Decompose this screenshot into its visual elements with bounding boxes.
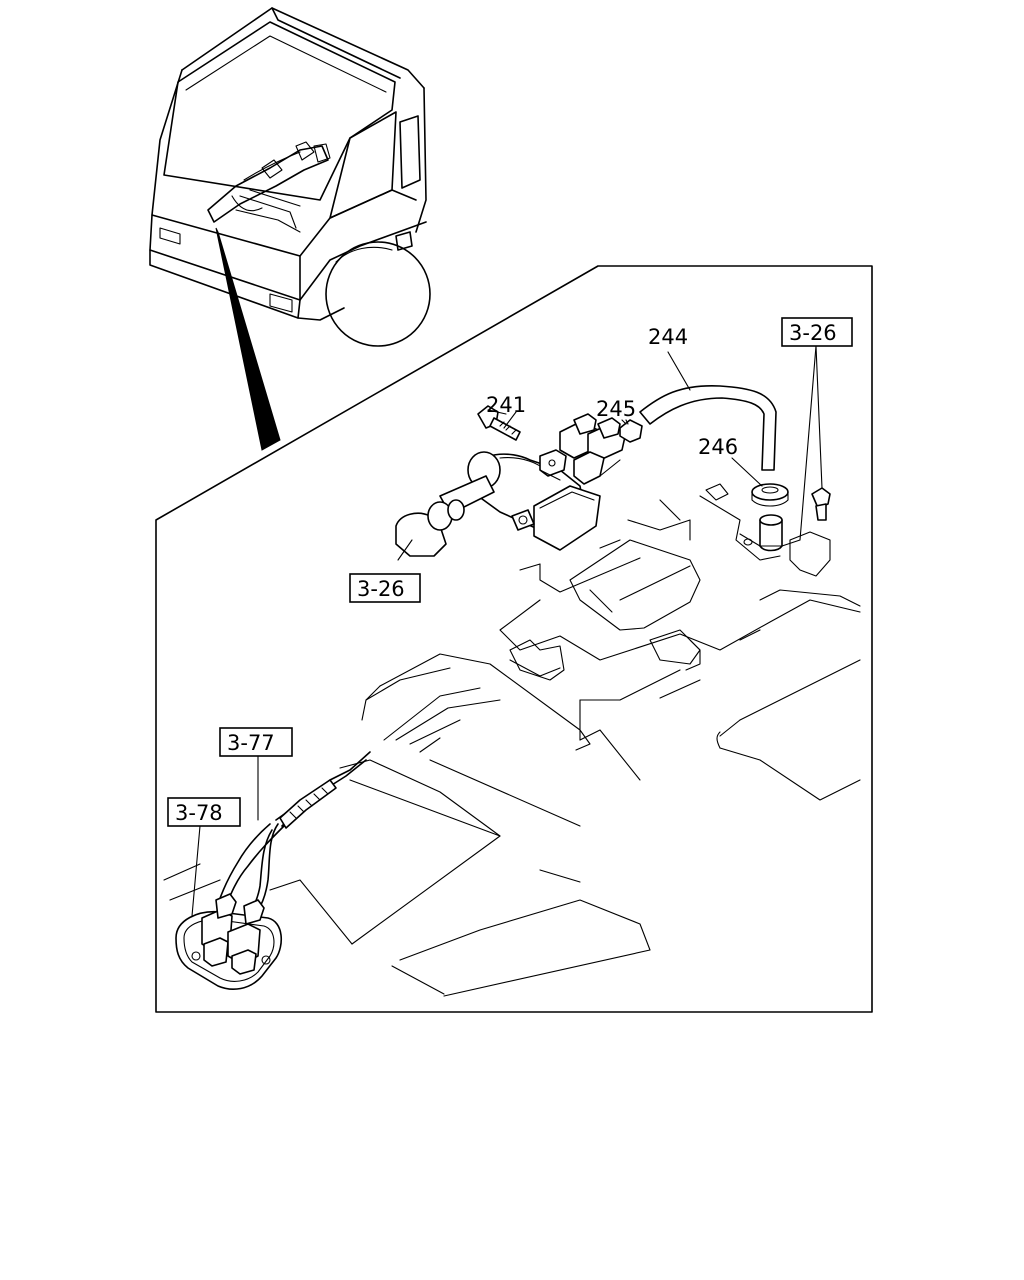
grommet-246 [739,483,801,552]
parking-brake-valve-assembly [395,413,627,557]
detail-frame [155,265,873,1013]
callout-246: 246 [698,435,738,459]
ref-box-3-78[interactable]: 3-78 [167,797,241,827]
harness-cables [217,751,371,913]
callout-244: 244 [648,325,688,349]
ref-box-3-77[interactable]: 3-77 [219,727,293,757]
ref-label-3-77: 3-77 [227,731,275,755]
bolt-right [789,487,831,577]
floor-panel-lines [163,483,861,997]
ref-label-3-26-left: 3-26 [357,577,405,601]
ref-label-3-78: 3-78 [175,801,223,825]
leader-lines [191,345,823,917]
truck-cab-illustration [149,7,431,451]
ref-box-3-26-top[interactable]: 3-26 [781,317,853,347]
connector-plate [175,893,283,990]
ref-label-3-26-top: 3-26 [789,321,837,345]
callout-245: 245 [596,397,636,421]
callout-241: 241 [486,393,526,417]
ref-box-3-26-left[interactable]: 3-26 [349,573,421,603]
fitting-245 [619,419,643,443]
